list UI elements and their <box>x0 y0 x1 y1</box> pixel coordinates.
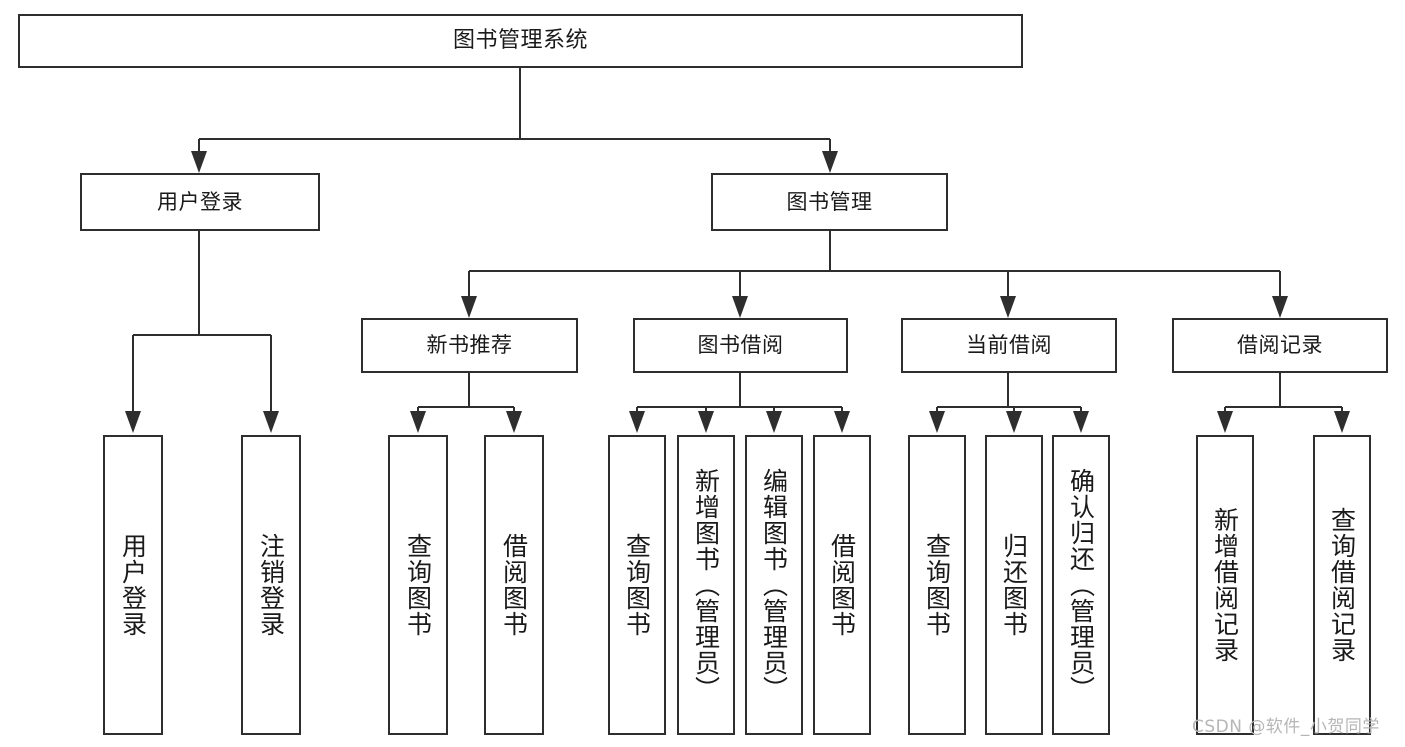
node-borrow-record[interactable]: 借阅记录 <box>1172 318 1388 373</box>
node-leaf-query-borrow-record-label: 查询借阅记录 <box>1327 507 1357 663</box>
watermark: CSDN @软件_小贺同学 <box>1192 717 1380 737</box>
node-leaf-borrow-book-2-label: 借阅图书 <box>827 533 857 637</box>
node-borrow-record-label: 借阅记录 <box>1237 333 1323 358</box>
node-root[interactable]: 图书管理系统 <box>18 14 1023 68</box>
node-new-book-recommend-label: 新书推荐 <box>426 333 513 358</box>
node-leaf-user-login[interactable]: 用户登录 <box>103 435 163 735</box>
node-leaf-borrow-book-1-label: 借阅图书 <box>499 533 529 637</box>
node-leaf-add-book-label: 新增图书（管理员） <box>691 468 721 702</box>
node-leaf-borrow-book-2[interactable]: 借阅图书 <box>813 435 871 735</box>
node-current-borrow-label: 当前借阅 <box>966 333 1052 358</box>
node-current-borrow[interactable]: 当前借阅 <box>901 318 1117 373</box>
node-leaf-add-book[interactable]: 新增图书（管理员） <box>677 435 735 735</box>
node-leaf-logout-label: 注销登录 <box>256 533 286 637</box>
node-leaf-logout[interactable]: 注销登录 <box>241 435 301 735</box>
node-user-login[interactable]: 用户登录 <box>80 173 320 231</box>
node-leaf-edit-book[interactable]: 编辑图书（管理员） <box>745 435 803 735</box>
node-leaf-query-book-1-label: 查询图书 <box>403 533 433 637</box>
node-leaf-query-borrow-record[interactable]: 查询借阅记录 <box>1313 435 1371 735</box>
node-leaf-confirm-return[interactable]: 确认归还（管理员） <box>1052 435 1110 735</box>
node-leaf-add-borrow-record[interactable]: 新增借阅记录 <box>1196 435 1254 735</box>
node-leaf-confirm-return-label: 确认归还（管理员） <box>1066 468 1096 702</box>
node-book-manage-label: 图书管理 <box>786 189 873 214</box>
node-user-login-label: 用户登录 <box>157 189 243 214</box>
node-leaf-edit-book-label: 编辑图书（管理员） <box>759 468 789 702</box>
node-leaf-user-login-label: 用户登录 <box>118 533 148 637</box>
node-root-label: 图书管理系统 <box>452 28 588 54</box>
node-leaf-query-book-3[interactable]: 查询图书 <box>908 435 966 735</box>
node-leaf-query-book-1[interactable]: 查询图书 <box>388 435 448 735</box>
node-leaf-query-book-2[interactable]: 查询图书 <box>608 435 666 735</box>
node-book-manage[interactable]: 图书管理 <box>711 173 948 231</box>
node-leaf-query-book-3-label: 查询图书 <box>922 533 952 637</box>
node-leaf-return-book-label: 归还图书 <box>999 533 1029 637</box>
node-book-borrow-label: 图书借阅 <box>697 333 784 358</box>
node-leaf-return-book[interactable]: 归还图书 <box>985 435 1043 735</box>
node-leaf-query-book-2-label: 查询图书 <box>622 533 652 637</box>
node-new-book-recommend[interactable]: 新书推荐 <box>361 318 578 373</box>
node-leaf-borrow-book-1[interactable]: 借阅图书 <box>484 435 544 735</box>
node-leaf-add-borrow-record-label: 新增借阅记录 <box>1210 507 1240 663</box>
node-book-borrow[interactable]: 图书借阅 <box>633 318 848 373</box>
